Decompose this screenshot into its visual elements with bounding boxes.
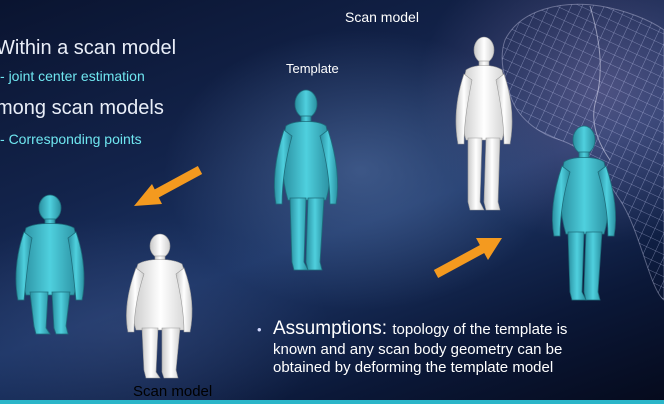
bullet-among-scan-models: mong scan models: [0, 97, 164, 120]
assumptions-line-1-rest: topology of the template is: [392, 321, 567, 338]
sub-bullet-corresponding-points-text: Corresponding points: [9, 131, 142, 147]
assumptions-block: • Assumptions: topology of the template …: [257, 318, 662, 377]
bullet-dot: •: [257, 322, 262, 337]
white-scan-figure-bottom: [126, 234, 192, 378]
arrow-to-left-icon: [134, 170, 200, 206]
bullet-within-scan-model: Within a scan model: [0, 37, 176, 60]
teal-template-figure: [274, 90, 337, 270]
label-template: Template: [286, 61, 339, 76]
sub-bullet-corresponding-points: - Corresponding points: [0, 131, 142, 147]
label-scan-model-top: Scan model: [345, 9, 419, 25]
assumptions-line-2: known and any scan body geometry can be: [273, 341, 662, 359]
assumptions-line-1: Assumptions: topology of the template is: [273, 318, 662, 341]
sub-bullet-joint-center-text: joint center estimation: [9, 68, 145, 84]
assumptions-line-3: obtained by deforming the template model: [273, 359, 662, 377]
accent-bar: [0, 400, 664, 404]
sub-bullet-joint-center: - joint center estimation: [0, 68, 145, 84]
label-scan-model-bottom: Scan model: [133, 383, 212, 400]
assumptions-lead: Assumptions:: [273, 318, 387, 339]
teal-scan-figure-left: [16, 195, 84, 334]
arrow-to-right-icon: [436, 238, 502, 274]
